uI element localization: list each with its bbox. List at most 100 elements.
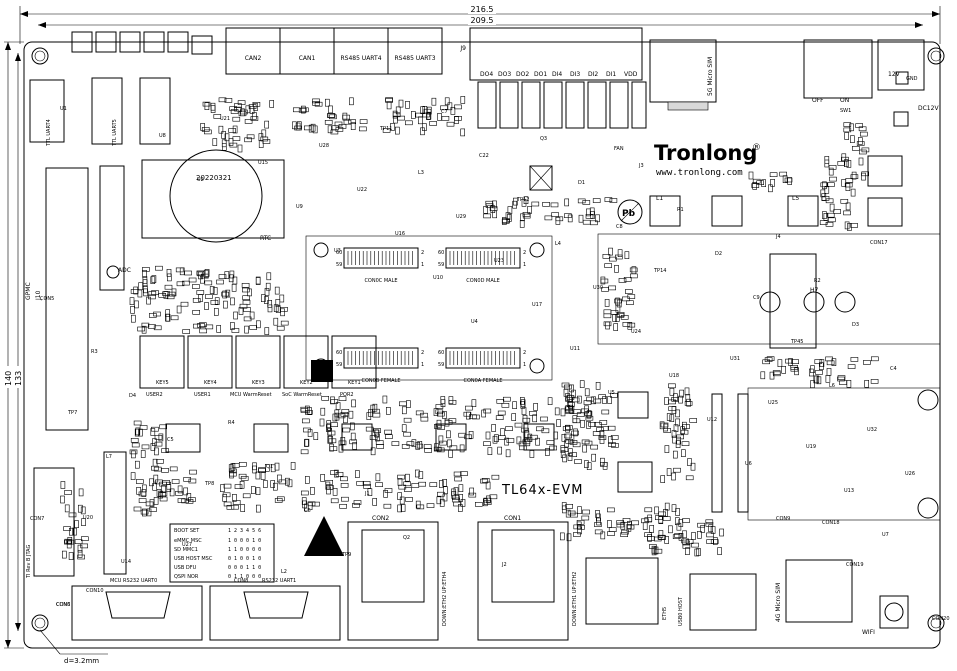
smd-footprint	[822, 211, 827, 219]
smd-footprint	[275, 299, 281, 307]
smd-footprint	[61, 550, 67, 559]
smd-footprint	[581, 439, 590, 445]
rj45-top	[803, 39, 873, 99]
smd-footprint	[218, 274, 227, 279]
button-label: SoC WarmReset	[282, 392, 322, 398]
smd-footprint	[300, 107, 309, 113]
smd-footprint	[460, 499, 466, 507]
smd-footprint	[224, 133, 230, 142]
smd-footprint	[374, 429, 379, 438]
smd-footprint	[273, 304, 279, 313]
smd-footprint	[304, 409, 313, 415]
smd-footprint	[772, 371, 781, 377]
smd-footprint	[585, 415, 594, 421]
smd-footprint	[522, 414, 528, 423]
connector-label: FAN	[614, 146, 624, 152]
smd-footprint	[689, 418, 698, 423]
smd-footprint	[649, 525, 655, 533]
smd-footprint	[399, 496, 405, 505]
smd-footprint	[664, 397, 669, 405]
smd-footprint	[240, 109, 248, 115]
smd-footprint	[292, 107, 301, 113]
smd-footprint	[439, 499, 445, 507]
smd-footprint	[617, 249, 623, 257]
smd-footprint	[340, 476, 348, 482]
smd-footprint	[532, 414, 538, 423]
refdes-label: R1	[677, 207, 684, 213]
smd-footprint	[420, 106, 425, 114]
smd-footprint	[551, 212, 559, 217]
hole-diameter-label: d=3.2mm	[64, 657, 99, 665]
smd-footprint	[608, 285, 617, 291]
smd-footprint	[300, 490, 309, 496]
smd-footprint	[708, 524, 714, 533]
smd-footprint	[310, 123, 316, 132]
smd-footprint	[334, 412, 340, 421]
smd-footprint	[375, 473, 381, 482]
smd-footprint	[321, 395, 330, 401]
smd-footprint	[662, 516, 671, 521]
b2b-pin: 59	[336, 262, 342, 268]
smd-footprint	[609, 198, 618, 203]
smd-footprint	[777, 359, 783, 368]
smd-footprint	[710, 539, 719, 544]
smd-footprint	[146, 296, 151, 305]
smd-footprint	[600, 457, 605, 466]
smd-footprint	[460, 471, 468, 476]
smd-footprint	[231, 463, 240, 468]
smd-footprint	[690, 462, 696, 471]
boot-row-value: 0 0 0 1 1 0	[228, 565, 261, 571]
smd-footprint	[385, 406, 391, 415]
smd-footprint	[584, 460, 589, 468]
smd-footprint	[304, 476, 310, 484]
smd-footprint	[210, 299, 219, 305]
connector-label: CON5	[40, 296, 54, 302]
smd-footprint	[304, 439, 309, 447]
smd-footprint	[372, 498, 378, 506]
smd-footprint	[717, 547, 722, 555]
smd-footprint	[556, 419, 561, 427]
smd-footprint	[582, 509, 590, 515]
smd-footprint	[607, 520, 612, 528]
smd-footprint	[562, 454, 568, 463]
smd-footprint	[183, 487, 188, 496]
smd-footprint	[202, 101, 211, 107]
smd-footprint	[146, 508, 152, 517]
smd-footprint	[751, 183, 760, 188]
smd-footprint	[64, 539, 72, 545]
rtc-label: RTC	[260, 235, 271, 242]
smd-footprint	[232, 493, 237, 502]
smd-footprint	[535, 437, 540, 446]
pwr-12v-label: 12V	[888, 71, 901, 78]
smd-footprint	[579, 380, 585, 388]
smd-footprint	[560, 450, 566, 459]
b2b-pin: 1	[523, 362, 526, 368]
smd-footprint	[614, 264, 619, 273]
smd-footprint	[224, 271, 230, 279]
uart1-label: RS232 UART1	[262, 578, 296, 584]
smd-footprint	[137, 289, 143, 298]
b2b-label: CON0A FEMALE	[463, 378, 502, 384]
smd-footprint	[411, 439, 417, 448]
smd-footprint	[341, 409, 350, 414]
smd-footprint	[794, 367, 799, 376]
smd-footprint	[332, 487, 338, 496]
smd-footprint	[274, 462, 280, 471]
smd-footprint	[512, 200, 518, 209]
smd-footprint	[566, 533, 572, 542]
smd-footprint	[825, 222, 834, 227]
smd-footprint	[406, 441, 415, 447]
smd-footprint	[685, 394, 691, 402]
smd-footprint	[135, 427, 141, 436]
smd-footprint	[422, 112, 430, 118]
dim-height-inner-label: 133	[14, 371, 23, 386]
smd-footprint	[664, 536, 670, 544]
smd-footprint	[705, 519, 714, 525]
smd-footprint	[448, 396, 454, 404]
smd-footprint	[824, 186, 830, 194]
refdes-label: U25	[768, 400, 778, 406]
smd-footprint	[815, 370, 823, 375]
smd-footprint	[610, 392, 618, 398]
smd-footprint	[184, 270, 192, 276]
smd-footprint	[372, 403, 378, 412]
